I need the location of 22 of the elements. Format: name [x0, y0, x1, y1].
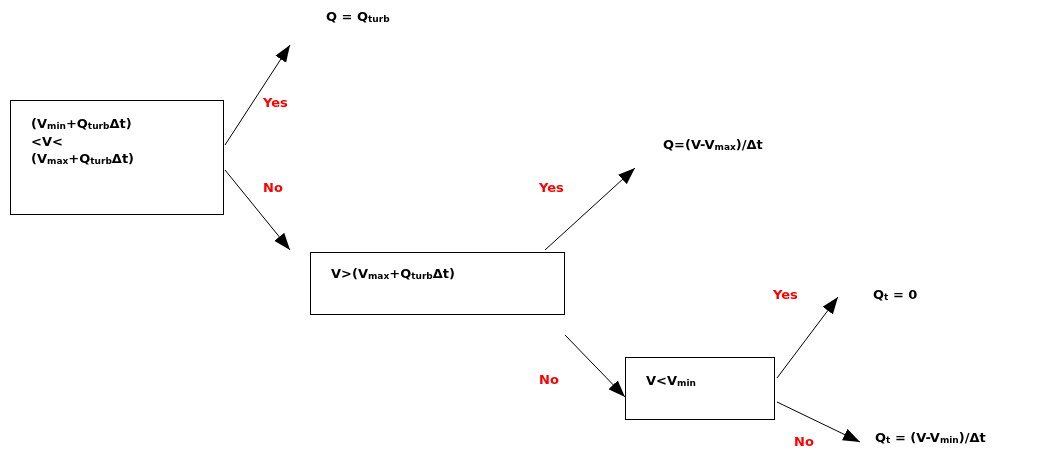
edge-label: Yes [538, 180, 565, 195]
edge-label: No [538, 372, 560, 387]
edge-label: Yes [262, 95, 289, 110]
process-box [625, 357, 775, 420]
result-formula: Q$_{t}$ = (V-V$_{min}$)/Δt [875, 429, 986, 447]
result-formula: Q = Q$_{turb}$ [326, 8, 390, 26]
arrow [776, 401, 861, 443]
edge-label: No [262, 180, 284, 195]
result-formula: Q$_{t}$ = 0 [873, 286, 918, 304]
arrow [544, 167, 636, 251]
edge-label: Yes [772, 287, 799, 302]
edge-label: No [793, 434, 815, 449]
arrow [224, 44, 291, 146]
arrow [224, 169, 291, 251]
arrow [564, 334, 626, 398]
process-box [10, 100, 224, 215]
condition-text: V>(V$_{max}$+Q$_{turb}$Δt) [331, 265, 456, 283]
arrow [776, 296, 839, 379]
result-formula: Q=(V-V$_{max}$)/Δt [663, 136, 763, 154]
process-box [310, 252, 565, 315]
condition-text: V<V$_{min}$ [646, 372, 697, 390]
condition-text: (V$_{min}$+Q$_{turb}$Δt) <V< (V$_{max}$+Q$_{turb}$Δt) [31, 115, 135, 168]
